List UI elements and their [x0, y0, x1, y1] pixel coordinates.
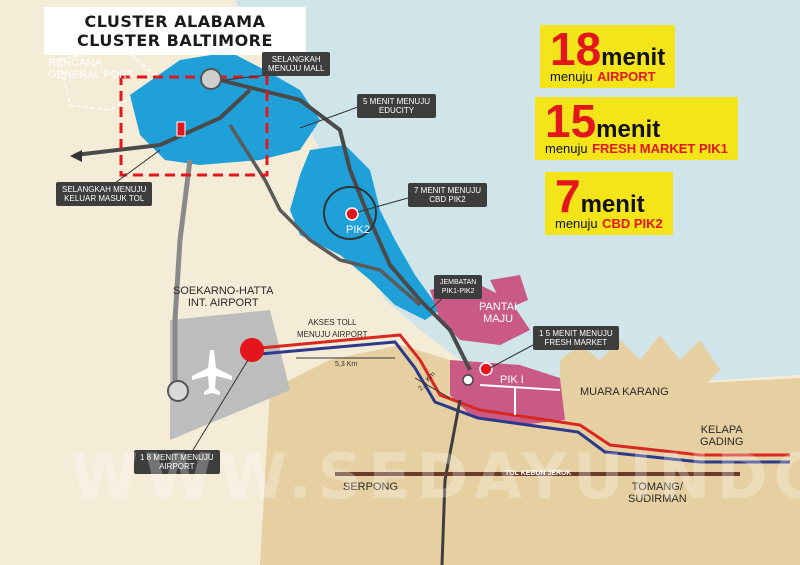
promo-destination: FRESH MARKET PIK1	[592, 141, 728, 156]
cluster-box	[119, 75, 269, 177]
promo-unit: menit	[601, 44, 666, 71]
label-distance-1: 5,3 Km	[335, 361, 358, 368]
callout-text: SELANGKAH	[271, 55, 321, 64]
label-line: KELAPA	[700, 424, 743, 436]
label-line: TOMANG/	[631, 481, 683, 493]
promo-destination: AIRPORT	[597, 69, 656, 84]
label-tomang: TOMANG/SUDIRMAN	[628, 481, 687, 505]
callout-text: AIRPORT	[159, 462, 195, 471]
pik2-south-area	[290, 145, 440, 320]
callout-text: PIK1-PIK2	[441, 288, 475, 295]
title-line-2: CLUSTER BALTIMORE	[77, 31, 273, 50]
label-line: SOEKARNO-HATTA	[173, 285, 274, 297]
callout-text: KELUAR MASUK TOL	[64, 194, 145, 203]
label-akses-toll: AKSES TOLL MENUJU AIRPORT	[297, 317, 368, 341]
callout-text: 1 5 MENIT MENUJU	[539, 329, 613, 338]
callout-text: 1 8 MENIT MENUJU	[140, 453, 214, 462]
label-line: SUDIRMAN	[628, 493, 687, 505]
callout-text: CBD PIK2	[429, 195, 466, 204]
label-line: AKSES TOLL	[307, 318, 357, 327]
toll-blue	[259, 340, 790, 464]
land-south	[260, 345, 800, 565]
label-muara-karang: MUARA KARANG	[580, 386, 669, 398]
promo-prefix: menuju	[545, 141, 588, 156]
callout-text: FRESH MARKET	[544, 338, 608, 347]
promo-prefix: menuju	[555, 216, 598, 231]
cluster-title: CLUSTER ALABAMA CLUSTER BALTIMORE	[44, 7, 306, 55]
title-line-1: CLUSTER ALABAMA	[84, 12, 266, 31]
label-line: INT. AIRPORT	[187, 297, 259, 309]
label-line: GENERAL PORT	[48, 69, 134, 81]
label-line: PANTAI	[479, 301, 518, 313]
label-pik1: PIK I	[500, 374, 524, 386]
callout-text: 7 MENIT MENUJU	[414, 186, 481, 195]
callout-text: SELANGKAH MENUJU	[62, 185, 147, 194]
label-serpong: SERPONG	[343, 481, 399, 493]
label-pik2: PIK2	[346, 224, 370, 236]
promo-number: 7	[555, 170, 581, 222]
promo-unit: menit	[580, 191, 645, 218]
callout-text: MENUJU MALL	[268, 64, 325, 73]
callout-text: JEMBATAN	[440, 279, 477, 286]
promo-unit: menit	[596, 116, 661, 143]
fresh-market-marker	[479, 362, 493, 376]
label-tol-kebun-jeruk: TOL KEBUN JERUK	[505, 470, 572, 477]
exit-arrow-icon	[70, 150, 82, 162]
label-line: MAJU	[483, 313, 514, 325]
callout-text: 5 MENIT MENUJU	[363, 97, 430, 106]
promo-fresh-market: 15menit menuju FRESH MARKET PIK1	[535, 97, 738, 160]
promo-destination: CBD PIK2	[602, 216, 663, 231]
label-line: GADING	[700, 436, 744, 448]
promo-airport: 18menit menuju AIRPORT	[540, 23, 676, 88]
label-line: MENUJU AIRPORT	[297, 330, 368, 339]
promo-number: 18	[550, 23, 602, 75]
pik2-marker	[345, 207, 359, 221]
promo-number: 15	[545, 95, 597, 147]
callout-jembatan: JEMBATAN PIK1-PIK2	[434, 275, 483, 299]
airport-marker	[240, 338, 264, 362]
promo-prefix: menuju	[550, 69, 593, 84]
mall-marker	[200, 68, 222, 90]
watermark: WWW.SEDAYUINDOCITY.COM	[70, 440, 800, 513]
plane-icon	[192, 350, 232, 395]
promo-cbd: 7menit menuju CBD PIK2	[545, 172, 673, 235]
toll-red	[259, 333, 790, 457]
callout-text: EDUCITY	[378, 106, 415, 115]
label-line: RENCANA	[48, 57, 102, 69]
